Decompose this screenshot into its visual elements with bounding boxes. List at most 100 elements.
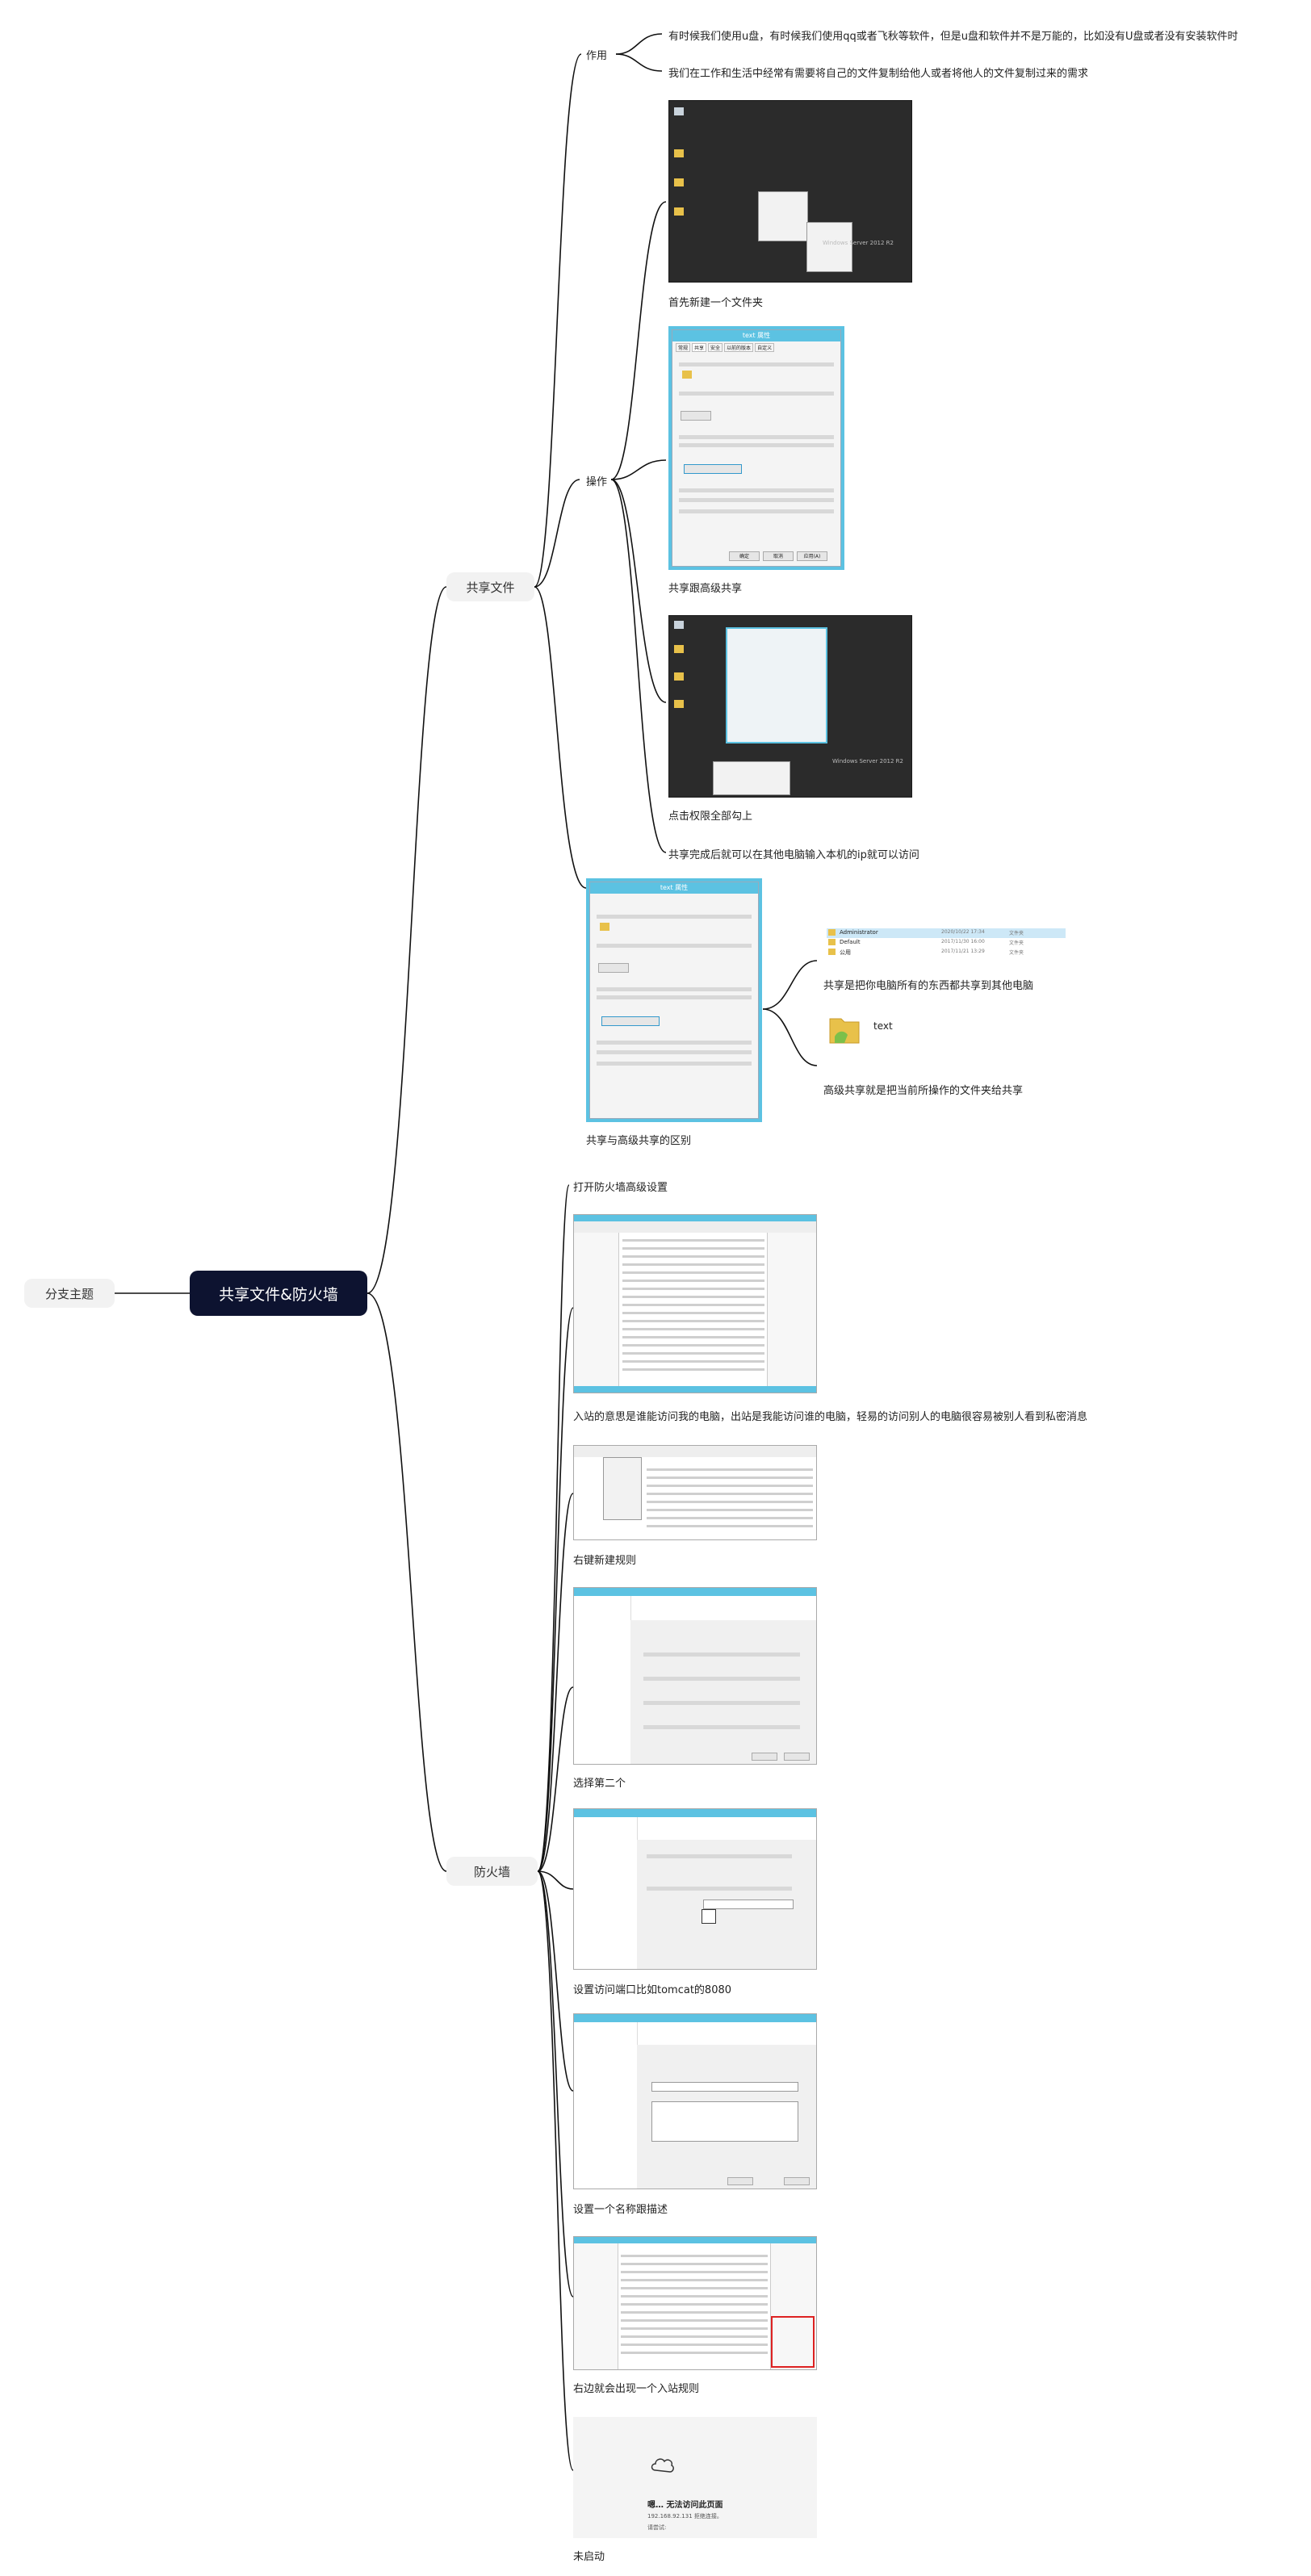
- purpose-topic[interactable]: 作用: [586, 50, 608, 62]
- cancel-button[interactable]: 取消: [763, 551, 794, 561]
- new-rule-highlight: [771, 2316, 815, 2368]
- folder-icon: [828, 939, 836, 945]
- cancel-label: 取消: [773, 554, 783, 559]
- file-type-2: 文件夹: [1009, 940, 1024, 946]
- connection-refused-screenshot: 嗯… 无法访问此页面 192.168.92.131 拒绝连接。 请尝试:: [573, 2417, 817, 2538]
- desktop-icon: [674, 645, 684, 653]
- folder-icon: [682, 371, 692, 379]
- apply-button[interactable]: 应用(A): [797, 551, 827, 561]
- diff-item-1[interactable]: 共享是把你电脑所有的东西都共享到其他电脑: [823, 980, 1034, 992]
- new-folder-screenshot: Windows Server 2012 R2: [668, 100, 912, 283]
- root-topic[interactable]: 共享文件&防火墙: [190, 1271, 367, 1316]
- file-date-2: 2017/11/30 16:00: [941, 939, 985, 945]
- name-settings-screenshot: [573, 2013, 817, 2189]
- new-rule-context-screenshot: [573, 1445, 817, 1540]
- error-title: 嗯… 无法访问此页面: [647, 2501, 723, 2510]
- shared-folder-name: text: [873, 1020, 893, 1032]
- file-date-1: 2020/10/22 17:34: [941, 929, 985, 935]
- root-topic-label: 共享文件&防火墙: [219, 1285, 338, 1304]
- rule-type-screenshot: [573, 1587, 817, 1765]
- branch-share-label: 共享文件: [466, 580, 515, 595]
- shared-folder-image: text: [827, 1007, 907, 1054]
- branch-firewall[interactable]: 防火墙: [446, 1857, 538, 1886]
- fw-caption-3[interactable]: 右键新建规则: [573, 1555, 637, 1567]
- share-diff-screenshot: text 属性: [586, 878, 762, 1122]
- file-type-3: 文件夹: [1009, 950, 1024, 956]
- apply-label: 应用(A): [803, 554, 821, 559]
- error-subtitle: 192.168.92.131 拒绝连接。: [647, 2513, 723, 2519]
- desktop-icon: [674, 621, 684, 629]
- properties-window: text 属性: [589, 882, 759, 1119]
- fw-caption-4[interactable]: 选择第二个: [573, 1778, 626, 1790]
- purpose-item-1[interactable]: 有时候我们使用u盘，有时候我们使用qq或者飞秋等软件，但是u盘和软件并不是万能的…: [668, 31, 1238, 43]
- ops-caption-4[interactable]: 共享完成后就可以在其他电脑输入本机的ip就可以访问: [668, 849, 919, 861]
- properties-window: text 属性 常规 共享 安全 以前的版本 自定义 确定 取消 应用(A): [672, 329, 841, 567]
- file-name-3[interactable]: 公用: [840, 949, 851, 956]
- sad-cloud-icon: [651, 2458, 674, 2473]
- selected-row: [827, 928, 1066, 938]
- desktop-icon: [674, 207, 684, 216]
- port-input: [703, 1900, 794, 1909]
- desktop-icon: [674, 149, 684, 157]
- folder-icon: [828, 929, 836, 936]
- diff-caption[interactable]: 共享与高级共享的区别: [586, 1135, 692, 1147]
- ops-topic[interactable]: 操作: [586, 476, 608, 488]
- description-input: [651, 2101, 798, 2142]
- ops-caption-1[interactable]: 首先新建一个文件夹: [668, 297, 764, 309]
- desktop-icon: [674, 107, 684, 115]
- error-hint: 请尝试:: [647, 2524, 667, 2531]
- fw-caption-7[interactable]: 右边就会出现一个入站规则: [573, 2383, 700, 2395]
- fw-caption-2[interactable]: 入站的意思是谁能访问我的电脑，出站是我能访问谁的电脑，轻易的访问别人的电脑很容易…: [573, 1411, 1088, 1423]
- dialog-title: text 属性: [590, 882, 758, 894]
- purpose-item-2[interactable]: 我们在工作和生活中经常有需要将自己的文件复制给他人或者将他人的文件复制过来的需求: [668, 68, 1089, 80]
- name-input: [651, 2082, 798, 2092]
- desktop-icon: [674, 672, 684, 681]
- advanced-share-button[interactable]: [684, 464, 742, 474]
- dialog-title: text 属性: [672, 330, 840, 341]
- folder-icon: [600, 923, 609, 931]
- share-button[interactable]: [681, 411, 711, 421]
- diff-item-2[interactable]: 高级共享就是把当前所操作的文件夹给共享: [823, 1085, 1024, 1097]
- side-topic-label: 分支主题: [44, 1286, 94, 1301]
- branch-share[interactable]: 共享文件: [446, 572, 534, 601]
- share-dialog-screenshot: text 属性 常规 共享 安全 以前的版本 自定义 确定 取消 应用(A): [668, 326, 844, 570]
- inbound-rule-screenshot: [573, 2236, 817, 2370]
- fw-caption-6[interactable]: 设置一个名称跟描述: [573, 2204, 668, 2216]
- permissions-dialog: [726, 627, 827, 743]
- file-name-2[interactable]: Default: [840, 939, 861, 945]
- advanced-share-button[interactable]: [601, 1016, 660, 1026]
- tab-share[interactable]: 共享: [692, 343, 707, 352]
- context-submenu: [806, 222, 852, 272]
- share-settings-dialog: [713, 761, 790, 795]
- ok-button[interactable]: 确定: [729, 551, 760, 561]
- side-topic[interactable]: 分支主题: [24, 1279, 115, 1308]
- file-date-3: 2017/11/21 13:29: [941, 949, 985, 954]
- ok-label: 确定: [739, 554, 749, 559]
- desktop-icon: [674, 178, 684, 186]
- file-name-1[interactable]: Administrator: [840, 929, 878, 936]
- shared-folder-icon: [829, 1018, 860, 1044]
- desktop-watermark: Windows Server 2012 R2: [831, 758, 903, 764]
- desktop-icon: [674, 700, 684, 708]
- desktop-watermark: Windows Server 2012 R2: [822, 240, 894, 246]
- fw-caption-5[interactable]: 设置访问端口比如tomcat的8080: [573, 1984, 732, 1996]
- file-type-1: 文件夹: [1009, 931, 1024, 936]
- dialog-tabs: 常规 共享 安全 以前的版本 自定义: [672, 341, 840, 354]
- ops-caption-2[interactable]: 共享跟高级共享: [668, 583, 743, 595]
- port-settings-screenshot: [573, 1808, 817, 1970]
- cursor-box: [702, 1909, 716, 1924]
- tab-general[interactable]: 常规: [676, 343, 691, 352]
- tab-custom[interactable]: 自定义: [755, 343, 775, 352]
- permissions-screenshot: Windows Server 2012 R2: [668, 615, 912, 798]
- context-menu: [758, 191, 808, 241]
- fw-caption-8[interactable]: 未启动: [573, 2551, 605, 2563]
- branch-firewall-label: 防火墙: [473, 1864, 510, 1879]
- tab-versions[interactable]: 以前的版本: [724, 343, 754, 352]
- ops-caption-3[interactable]: 点击权限全部勾上: [668, 810, 753, 823]
- fw-caption-1[interactable]: 打开防火墙高级设置: [573, 1182, 668, 1194]
- share-button[interactable]: [598, 963, 629, 973]
- tab-security[interactable]: 安全: [708, 343, 723, 352]
- folder-icon: [828, 949, 836, 955]
- file-list-screenshot: Administrator 2020/10/22 17:34 文件夹 Defau…: [827, 928, 1066, 959]
